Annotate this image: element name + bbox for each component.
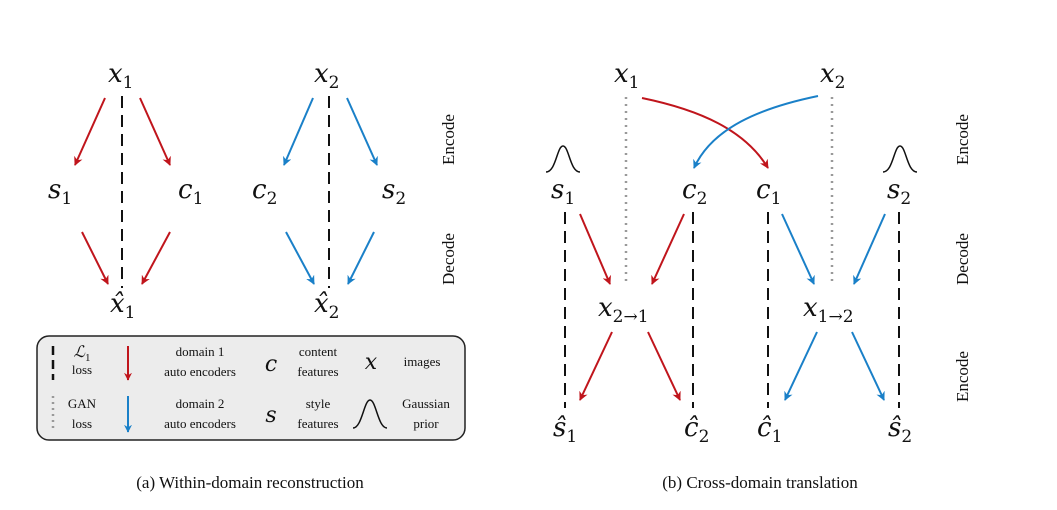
arrow-s2-to-x12 bbox=[853, 213, 886, 285]
node-b-x1: x1 bbox=[614, 59, 640, 93]
node-c1: c1 bbox=[178, 175, 203, 209]
legend-s-line2: features bbox=[297, 416, 338, 431]
node-shat2: ŝ2 bbox=[888, 413, 912, 447]
arrow-x21-to-shat1 bbox=[579, 331, 613, 401]
node-chat2: ĉ2 bbox=[684, 413, 709, 447]
panel-a: x1 x2 s1 c1 c2 s2 x̂1 x̂2 Encode Decode … bbox=[36, 59, 466, 492]
node-b-c2: c2 bbox=[682, 175, 707, 209]
node-b-c1: c1 bbox=[756, 175, 781, 209]
node-b-x2: x2 bbox=[820, 59, 846, 93]
node-xhat1: x̂1 bbox=[110, 289, 136, 323]
legend-c-symbol: c bbox=[265, 352, 277, 377]
panel-b: x1 x2 s1 c2 c1 s2 x2→1 x1→2 bbox=[545, 59, 972, 492]
node-s1: s1 bbox=[48, 175, 72, 209]
node-shat1: ŝ1 bbox=[553, 413, 577, 447]
legend-gan-line1: GAN bbox=[68, 396, 97, 411]
caption-b: (b) Cross-domain translation bbox=[662, 473, 858, 492]
gaussian-prior-icon-s1 bbox=[545, 145, 581, 173]
arrow-x2-to-s2 bbox=[346, 97, 378, 166]
legend-l1-symbol: ℒ1 bbox=[73, 344, 90, 364]
arrow-x12-to-shat2 bbox=[851, 331, 885, 401]
legend-g-line2: prior bbox=[413, 416, 439, 431]
arrow-x21-to-chat2 bbox=[647, 331, 681, 401]
legend-c-line1: content bbox=[299, 344, 338, 359]
legend-s-line1: style bbox=[306, 396, 331, 411]
legend-d2-line2: auto encoders bbox=[164, 416, 236, 431]
arrow-c2-to-xhat2 bbox=[285, 231, 315, 285]
arrow-c1-to-x12 bbox=[781, 213, 815, 285]
node-b-s2: s2 bbox=[887, 175, 911, 209]
node-xhat2: x̂2 bbox=[314, 289, 340, 323]
node-x1: x1 bbox=[108, 59, 134, 93]
arrow-x1-to-s1 bbox=[74, 97, 106, 166]
label-encode-a: Encode bbox=[439, 114, 458, 165]
arrow-x12-to-chat1 bbox=[784, 331, 818, 401]
node-c2: c2 bbox=[252, 175, 277, 209]
gaussian-icon bbox=[352, 399, 388, 429]
legend-c-line2: features bbox=[297, 364, 338, 379]
legend-s-symbol: s bbox=[265, 403, 276, 428]
legend-d1-line2: auto encoders bbox=[164, 364, 236, 379]
legend-box bbox=[36, 335, 466, 441]
arrow-c1-to-xhat1 bbox=[141, 231, 171, 285]
legend-d2-line1: domain 2 bbox=[176, 396, 225, 411]
label-encode-b2: Encode bbox=[953, 351, 972, 402]
node-b-s1: s1 bbox=[551, 175, 575, 209]
arrow-x2-to-c2 bbox=[283, 97, 314, 166]
label-encode-b1: Encode bbox=[953, 114, 972, 165]
caption-a: (a) Within-domain reconstruction bbox=[136, 473, 364, 492]
gaussian-prior-icon-s2 bbox=[882, 145, 918, 173]
node-x2: x2 bbox=[314, 59, 340, 93]
legend-l1-loss-text: loss bbox=[72, 362, 92, 377]
node-x2to1: x2→1 bbox=[598, 293, 649, 327]
label-decode-b: Decode bbox=[953, 233, 972, 285]
arrow-s1-to-x21 bbox=[579, 213, 611, 285]
node-chat1: ĉ1 bbox=[757, 413, 782, 447]
arrow-c2-to-x21 bbox=[651, 213, 685, 285]
node-x1to2: x1→2 bbox=[803, 293, 854, 327]
arrow-s1-to-xhat1 bbox=[81, 231, 109, 285]
legend-x-symbol: x bbox=[365, 350, 378, 375]
legend-g-line1: Gaussian bbox=[402, 396, 450, 411]
legend-d1-line1: domain 1 bbox=[176, 344, 225, 359]
label-decode-a: Decode bbox=[439, 233, 458, 285]
arrow-x1-to-c1 bbox=[139, 97, 171, 166]
arrow-x1-to-c1-cross bbox=[641, 97, 769, 169]
node-s2: s2 bbox=[382, 175, 406, 209]
legend-gan-line2: loss bbox=[72, 416, 92, 431]
legend: ℒ1 loss GAN loss domain 1 auto encoders … bbox=[36, 335, 466, 441]
legend-images-text: images bbox=[404, 354, 441, 369]
arrow-x2-to-c2-cross bbox=[693, 95, 819, 169]
arrow-s2-to-xhat2 bbox=[347, 231, 375, 285]
